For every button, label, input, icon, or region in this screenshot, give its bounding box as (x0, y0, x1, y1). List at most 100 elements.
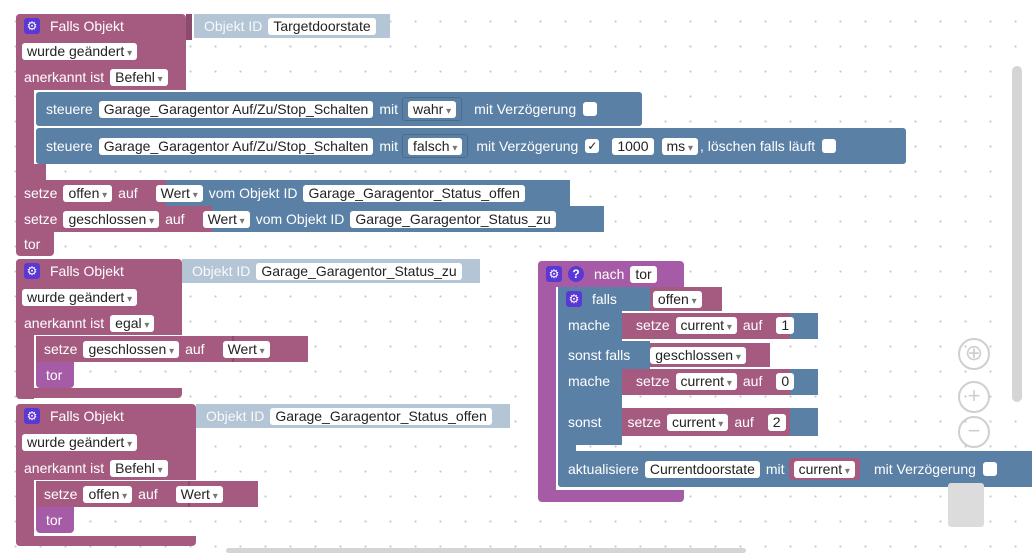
connector (186, 14, 192, 40)
block-footer (16, 536, 196, 546)
gear-icon[interactable]: ⚙ (546, 266, 562, 282)
objectid-value[interactable]: Garage_Garagentor_Status_zu (256, 262, 462, 280)
function-footer (538, 490, 684, 502)
ack-label: anerkannt ist (24, 315, 105, 331)
wert-dropdown[interactable]: Wert (222, 340, 270, 358)
vom-label: vom Objekt ID (255, 211, 345, 227)
horizontal-scrollbar[interactable] (226, 548, 746, 553)
control-target[interactable]: Garage_Garagentor Auf/Zu/Stop_Schalten (98, 100, 374, 118)
set-label: setze (627, 414, 661, 430)
call-label: tor (24, 236, 41, 252)
call-tor-block[interactable] (36, 507, 74, 533)
var-dropdown[interactable]: current (675, 316, 737, 334)
delay-label: mit Verzögerung (474, 101, 577, 117)
function-label: nach (594, 266, 625, 282)
var-dropdown[interactable]: current (666, 413, 729, 431)
delay-value[interactable]: 1000 (612, 137, 654, 155)
ack-dropdown[interactable]: Befehl (110, 459, 168, 477)
call-tor-block[interactable] (36, 362, 74, 388)
value-dropdown[interactable]: current (793, 461, 855, 478)
block-title: Falls Objekt (50, 263, 124, 279)
target-icon[interactable]: ⊕ (958, 338, 990, 370)
clear-checkbox[interactable] (822, 139, 837, 153)
set-label: setze (44, 486, 78, 502)
call-label: tor (46, 367, 63, 383)
function-name-field[interactable]: tor (630, 265, 657, 283)
control-label: steuere (46, 101, 93, 117)
value-dropdown[interactable]: wahr (408, 101, 457, 118)
auf-label: auf (138, 486, 158, 502)
control-label: steuere (46, 138, 93, 154)
number-field[interactable]: 0 (776, 372, 795, 390)
update-object-field[interactable]: Currentdoorstate (644, 460, 760, 478)
set-label: setze (24, 185, 58, 201)
var-dropdown[interactable]: current (675, 372, 737, 390)
call-tor-block[interactable] (16, 232, 54, 256)
help-icon[interactable]: ? (568, 266, 584, 282)
objectid-label: Objekt ID (192, 263, 251, 279)
elseif-row[interactable] (558, 341, 650, 369)
block-title: Falls Objekt (50, 408, 124, 424)
object-id-field[interactable]: Garage_Garagentor_Status_offen (303, 184, 525, 202)
delay-label: mit Verzögerung (476, 138, 579, 154)
vertical-scrollbar[interactable] (1012, 66, 1022, 402)
auf-label: auf (742, 317, 763, 333)
trigger-dropdown[interactable]: wurde geändert (22, 433, 138, 451)
condition-var[interactable]: geschlossen (650, 346, 746, 364)
set-label: setze (44, 341, 78, 357)
delay-checkbox[interactable] (982, 462, 997, 476)
mit-label: mit (765, 461, 785, 477)
number-field[interactable]: 2 (767, 413, 786, 431)
var-dropdown[interactable]: offen (63, 184, 113, 202)
set-label: setze (636, 317, 670, 333)
var-dropdown[interactable]: geschlossen (63, 210, 160, 228)
delay-checkbox[interactable]: ✓ (585, 139, 600, 153)
delay-checkbox[interactable] (583, 102, 598, 116)
gear-icon[interactable]: ⚙ (24, 18, 40, 34)
zoom-in-icon[interactable]: + (958, 381, 990, 413)
zoom-out-icon[interactable]: − (958, 416, 990, 448)
control-target[interactable]: Garage_Garagentor Auf/Zu/Stop_Schalten (98, 137, 374, 155)
unit-dropdown[interactable]: ms (661, 137, 698, 155)
objectid-label: Objekt ID (206, 408, 265, 424)
gear-icon[interactable]: ⚙ (566, 291, 582, 307)
auf-label: auf (734, 414, 754, 430)
auf-label: auf (185, 341, 205, 357)
do-row (558, 311, 622, 341)
trigger-dropdown[interactable]: wurde geändert (22, 42, 138, 60)
mit-label: mit (379, 138, 398, 154)
mit-label: mit (379, 101, 398, 117)
else-row[interactable] (558, 399, 622, 445)
object-id-field[interactable]: Garage_Garagentor_Status_zu (350, 210, 556, 228)
var-dropdown[interactable]: offen (83, 485, 133, 503)
ack-dropdown[interactable]: egal (110, 314, 155, 332)
auf-label: auf (118, 185, 138, 201)
number-block[interactable] (790, 313, 818, 339)
wert-dropdown[interactable]: Wert (175, 485, 223, 503)
gear-icon[interactable]: ⚙ (24, 408, 40, 424)
do-label: mache (568, 317, 611, 333)
trash-can-icon[interactable] (948, 483, 984, 527)
ack-dropdown[interactable]: Befehl (110, 68, 168, 86)
ack-label: anerkannt ist (24, 460, 105, 476)
if-label: falls (592, 291, 617, 307)
gear-icon[interactable]: ⚙ (24, 263, 40, 279)
wert-dropdown[interactable]: Wert (155, 184, 203, 202)
block-footer (16, 388, 182, 398)
var-dropdown[interactable]: geschlossen (83, 340, 180, 358)
number-block[interactable] (790, 408, 818, 436)
wert-dropdown[interactable]: Wert (202, 210, 250, 228)
update-label: aktualisiere (568, 461, 639, 477)
ack-label: anerkannt ist (24, 69, 105, 85)
auf-label: auf (165, 211, 185, 227)
block-title: Falls Objekt (50, 18, 124, 34)
trigger-dropdown[interactable]: wurde geändert (22, 288, 138, 306)
number-block[interactable] (790, 369, 818, 395)
condition-var[interactable]: offen (652, 290, 702, 308)
objectid-value[interactable]: Targetdoorstate (268, 17, 376, 35)
number-field[interactable]: 1 (776, 316, 795, 334)
clear-label: , löschen falls läuft (699, 138, 816, 154)
do-label: mache (568, 373, 611, 389)
objectid-value[interactable]: Garage_Garagentor_Status_offen (270, 407, 492, 425)
value-dropdown[interactable]: falsch (408, 138, 463, 155)
